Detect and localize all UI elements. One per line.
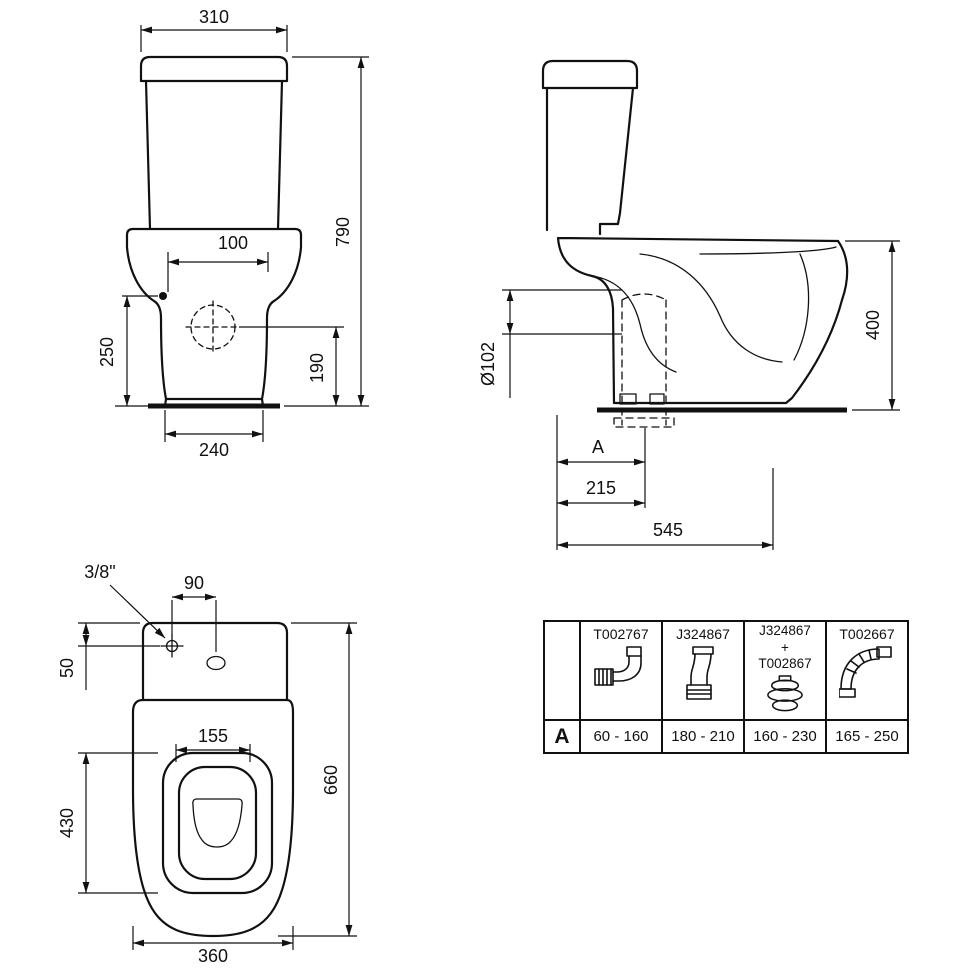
- bowl-outline: [125, 227, 303, 408]
- dim-hole-offset: 100: [122, 233, 269, 297]
- dim-label-400: 400: [863, 310, 883, 340]
- adapter-range: 160 - 230: [743, 719, 827, 754]
- adapter-table: T002767 J324867: [543, 620, 909, 754]
- dim-label-90: 90: [184, 573, 204, 593]
- dim-label-d102: Ø102: [478, 342, 498, 386]
- dim-label-790: 790: [333, 217, 353, 247]
- adapter-code-plus: +: [781, 639, 789, 655]
- dim-inlet: 3/8": [84, 562, 166, 639]
- table-corner-empty: [543, 620, 581, 721]
- dim-inlet-depth: 50: [57, 622, 160, 690]
- adapter-code: T002667: [839, 626, 895, 642]
- front-view: 310 790 100 250 190: [97, 7, 369, 460]
- dim-hole-spacing: 90: [171, 573, 217, 652]
- offset-connector-icon: [663, 645, 743, 703]
- table-cell-code-4: T002667: [825, 620, 909, 721]
- table-cell-code-3: J324867 + T002867: [743, 620, 827, 721]
- dim-label-inlet: 3/8": [84, 562, 115, 582]
- dim-label-50: 50: [57, 658, 77, 678]
- dim-label-A: A: [592, 437, 604, 457]
- dim-front-width: 310: [140, 7, 288, 52]
- adapter-code: T002767: [593, 626, 649, 642]
- adapter-table-grid: T002767 J324867: [543, 620, 909, 754]
- table-cell-code-2: J324867: [661, 620, 745, 721]
- dim-label-310: 310: [199, 7, 229, 27]
- table-corner-label: A: [543, 719, 581, 754]
- dim-total-depth: 660: [278, 622, 357, 937]
- tank-top: [141, 621, 289, 702]
- bowl-side: [556, 236, 849, 405]
- table-row-codes: T002767 J324867: [543, 620, 909, 721]
- dim-label-155: 155: [198, 726, 228, 746]
- dim-bowl-depth: 430: [57, 752, 158, 894]
- dim-label-240: 240: [199, 440, 229, 460]
- hidden-outlet-pipe: [621, 293, 667, 426]
- dim-hole-height: 250: [97, 296, 148, 407]
- dim-rough-in: A 215 545: [556, 415, 774, 550]
- dim-outlet-height: 190: [239, 326, 344, 406]
- flush-button: [206, 655, 226, 671]
- dim-front-height: 790: [284, 56, 369, 407]
- dim-label-215: 215: [586, 478, 616, 498]
- corrugated-elbow-icon: [827, 645, 907, 699]
- dim-seat-width: 155: [175, 726, 251, 762]
- sump: [192, 798, 243, 848]
- adapter-range: 180 - 210: [661, 719, 745, 754]
- cistern-side: [541, 59, 639, 236]
- dim-bowl-height: 400: [845, 240, 900, 411]
- dim-label-250: 250: [97, 337, 117, 367]
- cistern-body: [144, 79, 284, 231]
- adapter-code: J324867: [676, 626, 730, 642]
- gasket-rings-icon: [745, 674, 825, 713]
- top-view: 3/8" 90 50 155 430: [57, 562, 357, 966]
- bowl-plan: [131, 698, 295, 938]
- elbow-ribbed-icon: [581, 645, 661, 699]
- dim-base-width: 240: [164, 410, 264, 460]
- dim-label-545: 545: [653, 520, 683, 540]
- dim-label-430: 430: [57, 808, 77, 838]
- bowl-inner-curves: [591, 246, 837, 373]
- dim-label-360: 360: [198, 946, 228, 966]
- adapter-code-2: T002867: [758, 656, 812, 672]
- table-row-ranges: A 60 - 160 180 - 210 160 - 230 165 - 250: [543, 719, 909, 754]
- table-cell-code-1: T002767: [579, 620, 663, 721]
- dim-label-190: 190: [307, 353, 327, 383]
- bowl-opening: [177, 765, 258, 881]
- dim-width: 360: [132, 926, 294, 966]
- adapter-range: 165 - 250: [825, 719, 909, 754]
- adapter-range: 60 - 160: [579, 719, 663, 754]
- dim-outlet-diameter: Ø102: [478, 289, 622, 398]
- dim-label-100: 100: [218, 233, 248, 253]
- cistern-lid: [139, 55, 289, 83]
- adapter-code: J324867: [759, 623, 811, 638]
- fixing-hole: [159, 292, 167, 300]
- dim-label-660: 660: [321, 765, 341, 795]
- side-view: Ø102 400 A 215 545: [478, 59, 900, 550]
